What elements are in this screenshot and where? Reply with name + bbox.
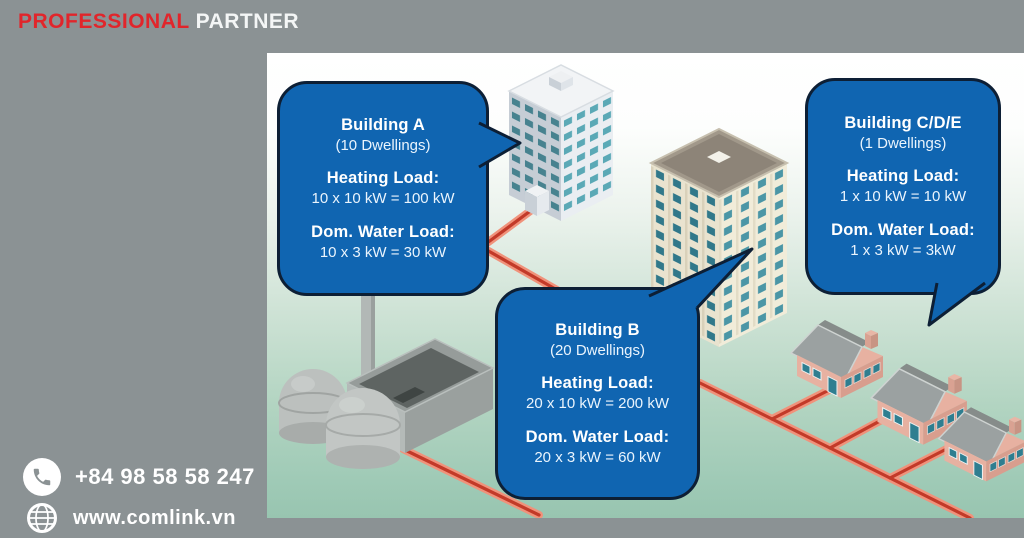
bubble-c-water-value: 1 x 3 kW = 3kW [850,241,956,259]
bubble-b-heating-value: 20 x 10 kW = 200 kW [526,395,669,413]
building-a-roof-box [549,71,573,91]
bubble-c-title: Building C/D/E [844,114,962,133]
building-a [507,64,615,221]
building-a-entrance [525,185,549,216]
bubble-c-heating-value: 1 x 10 kW = 10 kW [839,188,967,206]
building-a-wall-left [509,91,561,221]
bubble-a-water-value: 10 x 3 kW = 30 kW [319,243,447,261]
phone-icon [23,458,61,496]
bubble-c-water-label: Dom. Water Load: [831,220,975,239]
bubble-a-water-label: Dom. Water Load: [311,222,455,241]
brand-professional: PROFESSIONAL [18,10,190,33]
bubble-a-dwellings: (10 Dwellings) [335,137,431,155]
globe-icon [25,501,59,535]
diagram-scene [278,64,1024,518]
bubble-a-heating-label: Heating Load: [326,169,440,188]
bubble-c-heating-label: Heating Load: [846,167,960,186]
building-b-skylight [707,151,731,163]
plant-chimney [361,291,375,387]
speech-bubble-building-a: Building A (10 Dwellings) Heating Load: … [277,81,489,296]
contact-website-row: www.comlink.vn [25,501,236,535]
bubble-b-water-value: 20 x 3 kW = 60 kW [534,448,661,466]
bubble-c-dwellings: (1 Dwellings) [859,135,947,153]
speech-bubble-building-cde: Building C/D/E (1 Dwellings) Heating Loa… [805,78,1001,295]
brand-header: PROFESSIONAL PARTNER [18,10,299,34]
bubble-b-title: Building B [555,321,640,340]
bubble-b-heating-label: Heating Load: [541,374,654,393]
contact-phone-row: +84 98 58 58 247 [23,458,255,496]
house-1 [790,319,884,399]
phone-number: +84 98 58 58 247 [75,464,255,489]
brand-partner: PARTNER [195,10,300,33]
bubble-a-heating-value: 10 x 10 kW = 100 kW [311,190,455,208]
plant-roof-vent [393,387,425,403]
building-a-wall-right [561,91,613,221]
heating-plant [278,291,495,469]
website-url: www.comlink.vn [73,506,236,529]
speech-bubble-building-b: Building B (20 Dwellings) Heating Load: … [495,287,700,500]
plant-roof-panel [359,348,479,408]
bubble-a-title: Building A [341,116,425,135]
bubble-b-dwellings: (20 Dwellings) [549,342,646,360]
plant-wall-right [405,368,493,453]
bubble-b-water-label: Dom. Water Load: [525,427,670,446]
storage-tank-2 [325,388,401,469]
diagram-panel: Building A (10 Dwellings) Heating Load: … [267,53,1024,518]
